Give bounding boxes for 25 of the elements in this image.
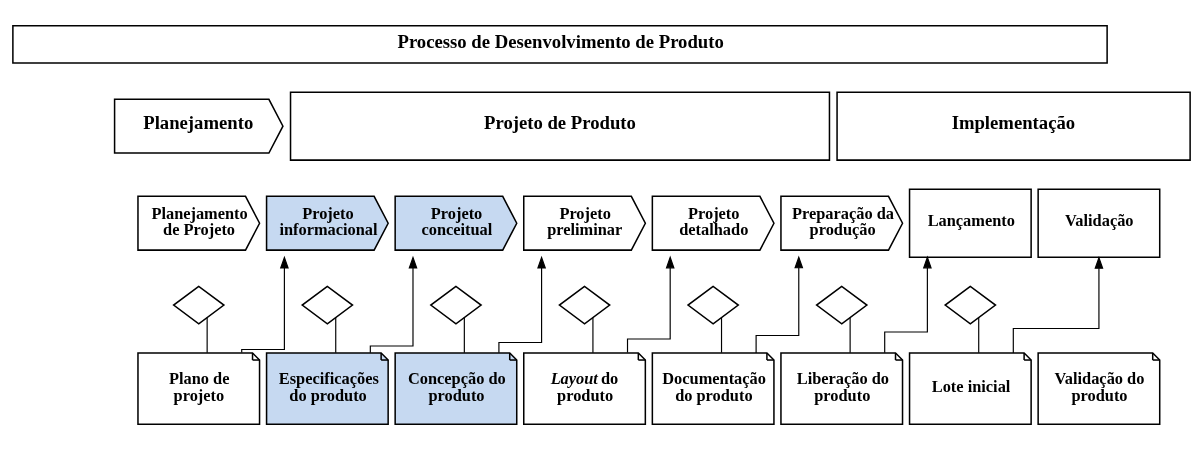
connector <box>978 316 980 353</box>
arrow <box>1012 255 1104 354</box>
connector <box>592 316 594 353</box>
arrow <box>755 254 804 353</box>
node-diamond <box>686 284 740 325</box>
node-box: Projeto de Produto <box>289 91 831 161</box>
arrow <box>498 255 547 353</box>
node-diamond <box>300 284 354 325</box>
arrow <box>884 255 932 353</box>
connector <box>720 316 723 353</box>
connector <box>849 316 851 353</box>
node-box: Validação <box>1037 188 1161 258</box>
node-diamond <box>172 284 226 325</box>
node-box: Implementação <box>836 91 1191 161</box>
node-box: Processo de Desenvolvimento de Produto <box>12 24 1108 64</box>
connector <box>335 316 337 353</box>
arrow <box>241 255 289 353</box>
node-diamond <box>558 284 611 325</box>
connector <box>206 316 208 353</box>
node-diamond <box>815 284 869 325</box>
node-diamond <box>429 284 483 325</box>
node-diamond <box>943 284 997 325</box>
arrow <box>369 255 418 353</box>
connector <box>463 316 465 353</box>
node-box: Lançamento <box>908 188 1032 258</box>
